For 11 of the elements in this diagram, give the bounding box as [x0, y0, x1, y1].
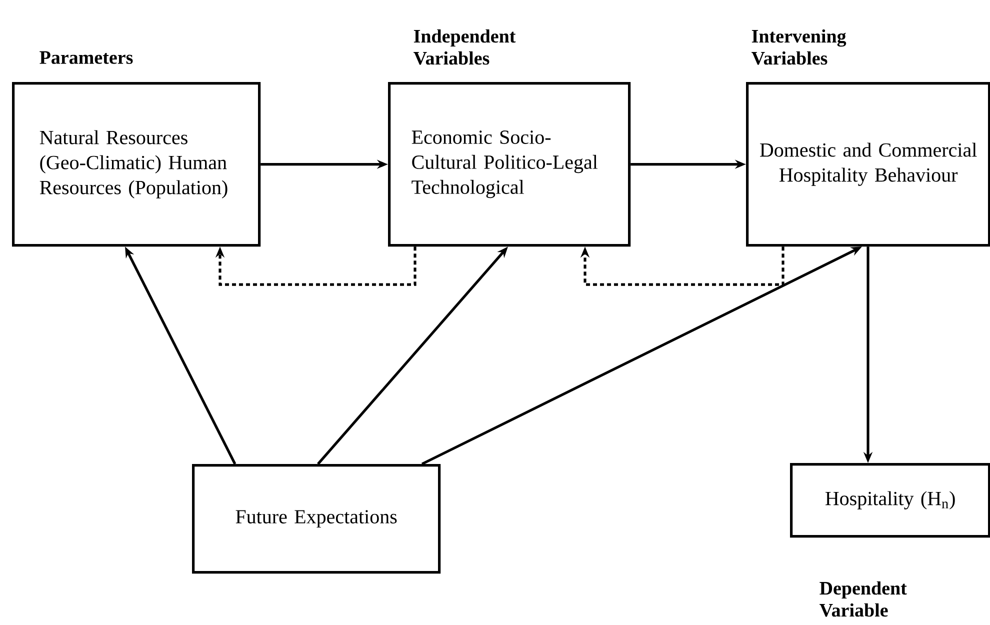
text-box: Natural Resources (Geo-Climatic) Human Resources (Population) [12, 82, 261, 247]
text-box: Future Expectations [192, 464, 441, 574]
text-box: Domestic and Commercial Hospitality Behaviour [746, 82, 990, 247]
heading: Intervening Variables [752, 29, 846, 65]
heading: Independent Variables [414, 29, 516, 65]
text-box: Economic Socio-Cultural Politico-Legal Technological [388, 82, 631, 247]
text-box: Hospitality (H$_{n}$) [790, 463, 990, 538]
dotted-arrow [215, 246, 416, 286]
heading: Dependent Variable [820, 581, 907, 617]
heading: Parameters [40, 51, 133, 64]
dotted-arrow [580, 246, 784, 286]
